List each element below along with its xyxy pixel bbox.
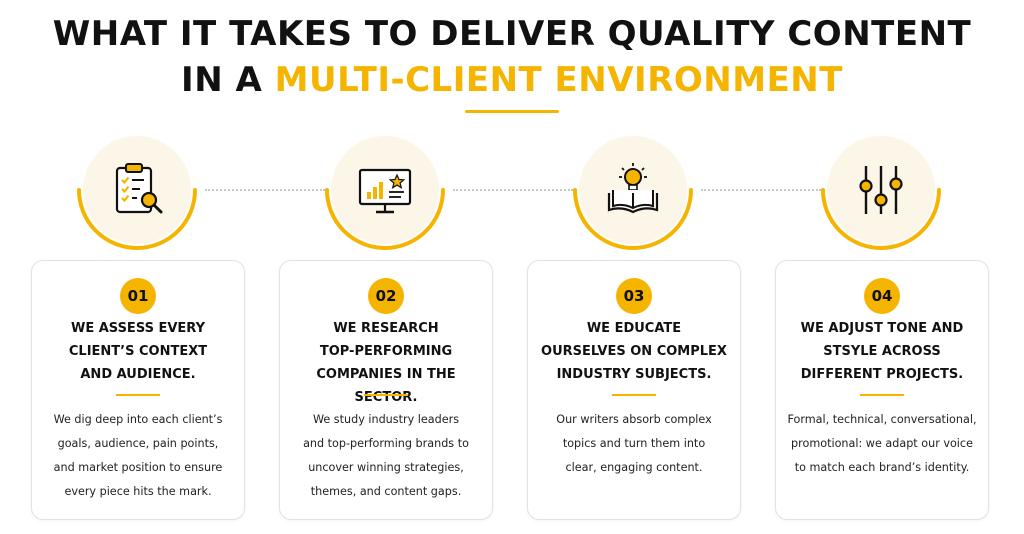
step-card-2: 02 WE RESEARCH TOP-PERFORMING COMPANIES … (279, 260, 493, 520)
step-description: We study industry leaders and top-perfor… (303, 413, 469, 498)
step-3-icon-badge (565, 122, 701, 258)
step-divider (612, 394, 656, 396)
title-underline (465, 110, 559, 113)
step-2-icon-badge (317, 122, 453, 258)
page-title-line-2: IN A MULTI-CLIENT ENVIRONMENT (0, 58, 1024, 102)
connector-2-3 (453, 189, 573, 191)
book-lightbulb-icon (607, 163, 659, 214)
step-description: Formal, technical, conversational, promo… (787, 413, 977, 474)
step-title: WE ADJUST TONE AND STSYLE ACROSS DIFFERE… (800, 321, 964, 382)
step-number-badge: 03 (616, 278, 652, 314)
step-number-badge: 02 (368, 278, 404, 314)
step-description: We dig deep into each client’s goals, au… (53, 413, 223, 498)
step-card-3: 03 WE EDUCATE OURSELVES ON COMPLEX INDUS… (527, 260, 741, 520)
sliders-icon (859, 166, 903, 214)
step-description: Our writers absorb complex topics and tu… (556, 413, 712, 474)
step-4-icon-badge (813, 122, 949, 258)
step-1-icon-badge (69, 122, 205, 258)
page-title-line-1: WHAT IT TAKES TO DELIVER QUALITY CONTENT (52, 14, 972, 54)
step-number-badge: 04 (864, 278, 900, 314)
title-plain-text: IN A (181, 60, 275, 100)
clipboard-search-icon (115, 163, 163, 214)
connector-3-4 (701, 189, 821, 191)
step-divider (364, 394, 408, 396)
step-number-badge: 01 (120, 278, 156, 314)
monitor-chart-icon (358, 168, 412, 214)
step-divider (860, 394, 904, 396)
title-accent-text: MULTI-CLIENT ENVIRONMENT (274, 60, 843, 100)
step-title: WE ASSESS EVERY CLIENT’S CONTEXT AND AUD… (68, 321, 208, 382)
step-card-4: 04 WE ADJUST TONE AND STSYLE ACROSS DIFF… (775, 260, 989, 520)
step-divider (116, 394, 160, 396)
step-title: WE RESEARCH TOP-PERFORMING COMPANIES IN … (316, 321, 456, 405)
step-title: WE EDUCATE OURSELVES ON COMPLEX INDUSTRY… (541, 321, 727, 382)
step-card-1: 01 WE ASSESS EVERY CLIENT’S CONTEXT AND … (31, 260, 245, 520)
connector-1-2 (205, 189, 325, 191)
